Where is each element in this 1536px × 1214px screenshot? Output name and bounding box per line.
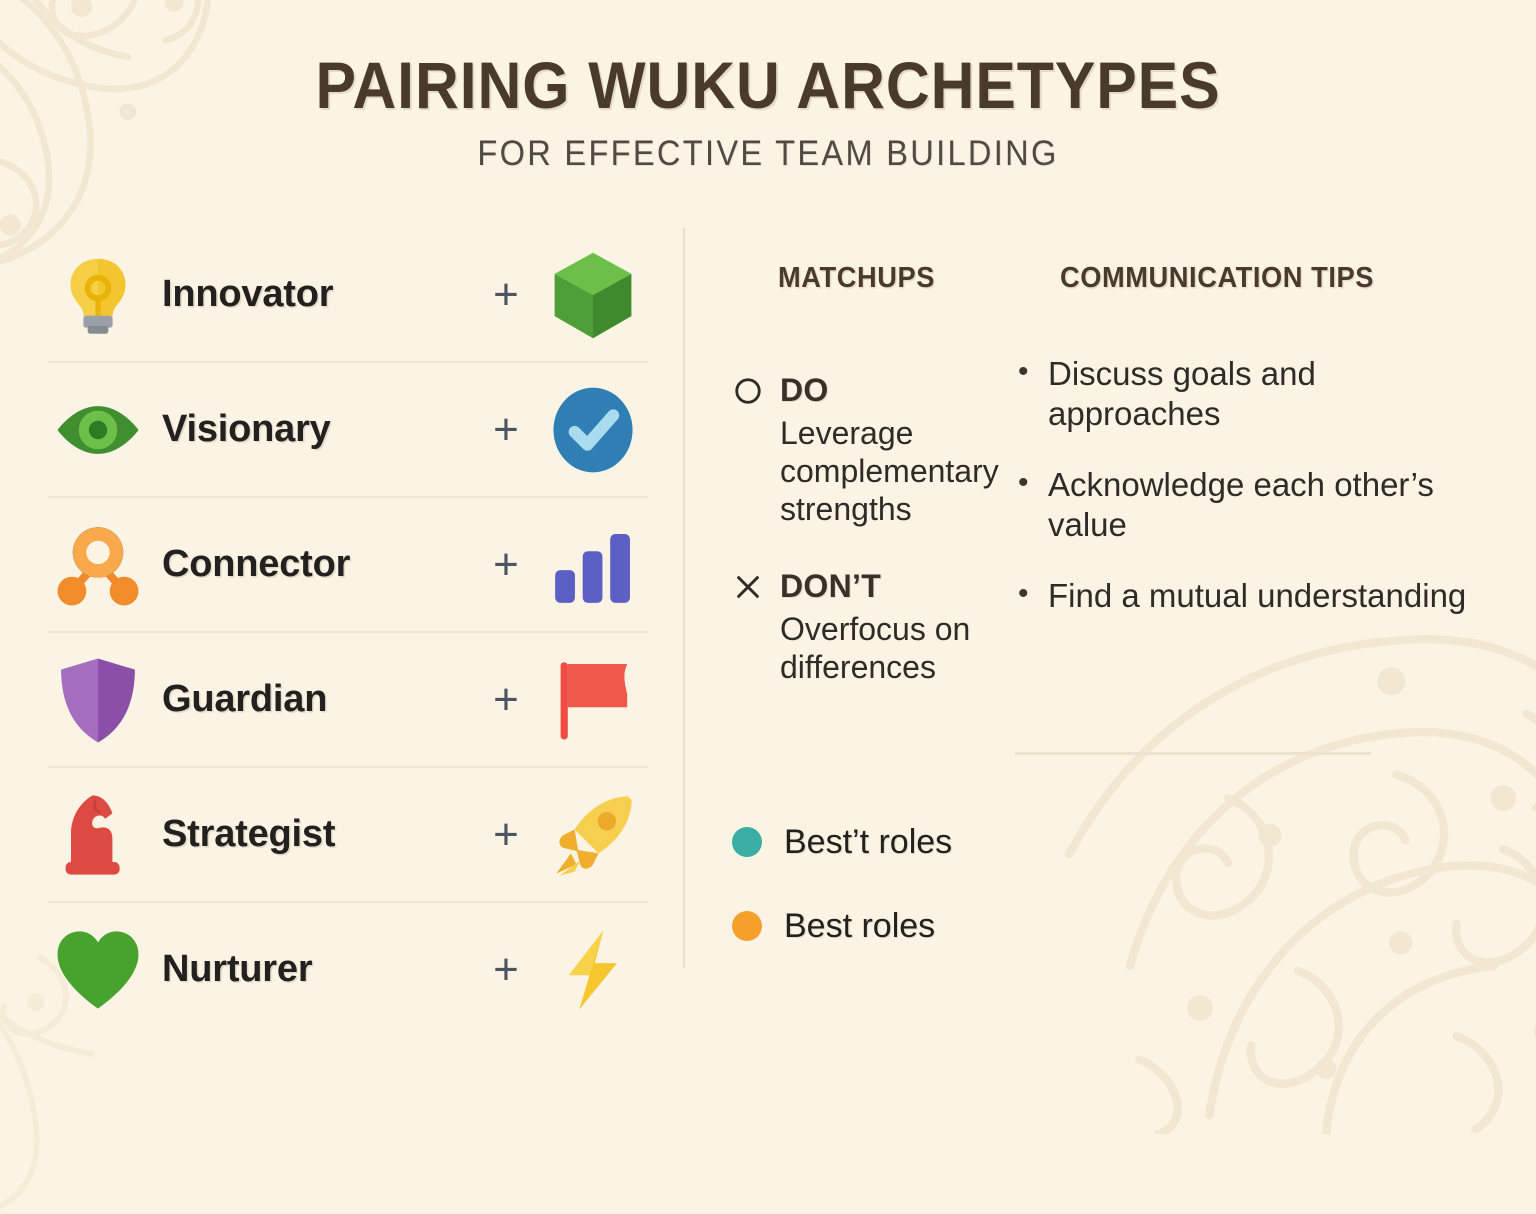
legend-swatch-teal [732, 827, 762, 857]
pairing-label: Visionary [162, 408, 331, 450]
column-divider [683, 228, 685, 968]
pairing-row[interactable]: Connector + [48, 496, 648, 631]
lightning-bolt-icon [538, 915, 648, 1025]
tip-item: • Acknowledge each other’s value [1018, 465, 1488, 544]
tip-text: Acknowledge each other’s value [1048, 466, 1434, 543]
pairing-label: Guardian [162, 678, 328, 720]
plus-symbol: + [493, 809, 519, 859]
network-node-icon [48, 515, 148, 615]
tips-divider [1015, 752, 1371, 755]
plus-symbol: + [493, 269, 519, 319]
pairing-row[interactable]: Nurturer + [48, 901, 648, 1036]
matchup-description: Leverage complementary strengths [780, 415, 999, 527]
rocket-icon [538, 780, 648, 890]
eye-icon [48, 380, 148, 480]
check-badge-icon [538, 375, 648, 485]
plus-symbol: + [493, 944, 519, 994]
pairings-list: Innovator + Visionary + [48, 228, 648, 1036]
tip-text: Find a mutual understanding [1048, 577, 1467, 615]
legend-item: Best roles [732, 884, 1152, 968]
matchup-description: Overfocus on differences [780, 611, 971, 685]
cross-icon [732, 571, 764, 603]
pairing-row[interactable]: Innovator + [48, 228, 648, 361]
pairing-row[interactable]: Visionary + [48, 361, 648, 496]
legend-label: Best roles [784, 906, 936, 945]
pairing-label: Innovator [162, 273, 334, 315]
matchup-do: DO Leverage complementary strengths [732, 372, 1032, 528]
bar-chart-icon [538, 510, 648, 620]
tip-item: • Discuss goals and approaches [1018, 354, 1488, 433]
tips-heading: COMMUNICATION TIPS [1060, 262, 1375, 294]
matchup-dont: DON’T Overfocus on differences [732, 568, 1032, 687]
header: PAIRING WUKU ARCHETYPES FOR EFFECTIVE TE… [0, 52, 1536, 174]
cube-icon [538, 240, 648, 350]
matchup-word: DO [780, 372, 829, 408]
matchups-list: DO Leverage complementary strengths DON’… [732, 372, 1032, 687]
page-subtitle: FOR EFFECTIVE TEAM BUILDING [477, 134, 1059, 173]
bullet-icon: • [1018, 577, 1029, 611]
lightbulb-icon [48, 245, 148, 345]
matchup-word: DON’T [780, 568, 882, 605]
pairing-label: Strategist [162, 813, 336, 855]
matchups-heading: MATCHUPS [778, 262, 935, 294]
heart-icon [48, 920, 148, 1020]
legend: Best’t roles Best roles [732, 800, 1152, 968]
legend-swatch-orange [732, 911, 762, 941]
tips-list: • Discuss goals and approaches • Acknowl… [1018, 354, 1488, 648]
bullet-icon: • [1018, 466, 1029, 500]
shield-icon [48, 650, 148, 750]
plus-symbol: + [493, 404, 519, 454]
flag-icon [538, 645, 648, 755]
chess-knight-icon [48, 785, 148, 885]
legend-item: Best’t roles [732, 800, 1152, 884]
tip-text: Discuss goals and approaches [1048, 355, 1316, 432]
page-title: PAIRING WUKU ARCHETYPES [315, 48, 1221, 122]
circle-icon [732, 375, 764, 407]
pairing-row[interactable]: Strategist + [48, 766, 648, 901]
plus-symbol: + [493, 539, 519, 589]
legend-label: Best’t roles [784, 822, 953, 861]
tip-item: • Find a mutual understanding [1018, 576, 1488, 616]
pairing-row[interactable]: Guardian + [48, 631, 648, 766]
bullet-icon: • [1018, 355, 1029, 388]
pairing-label: Nurturer [162, 948, 313, 990]
plus-symbol: + [493, 674, 519, 724]
pairing-label: Connector [162, 543, 351, 585]
